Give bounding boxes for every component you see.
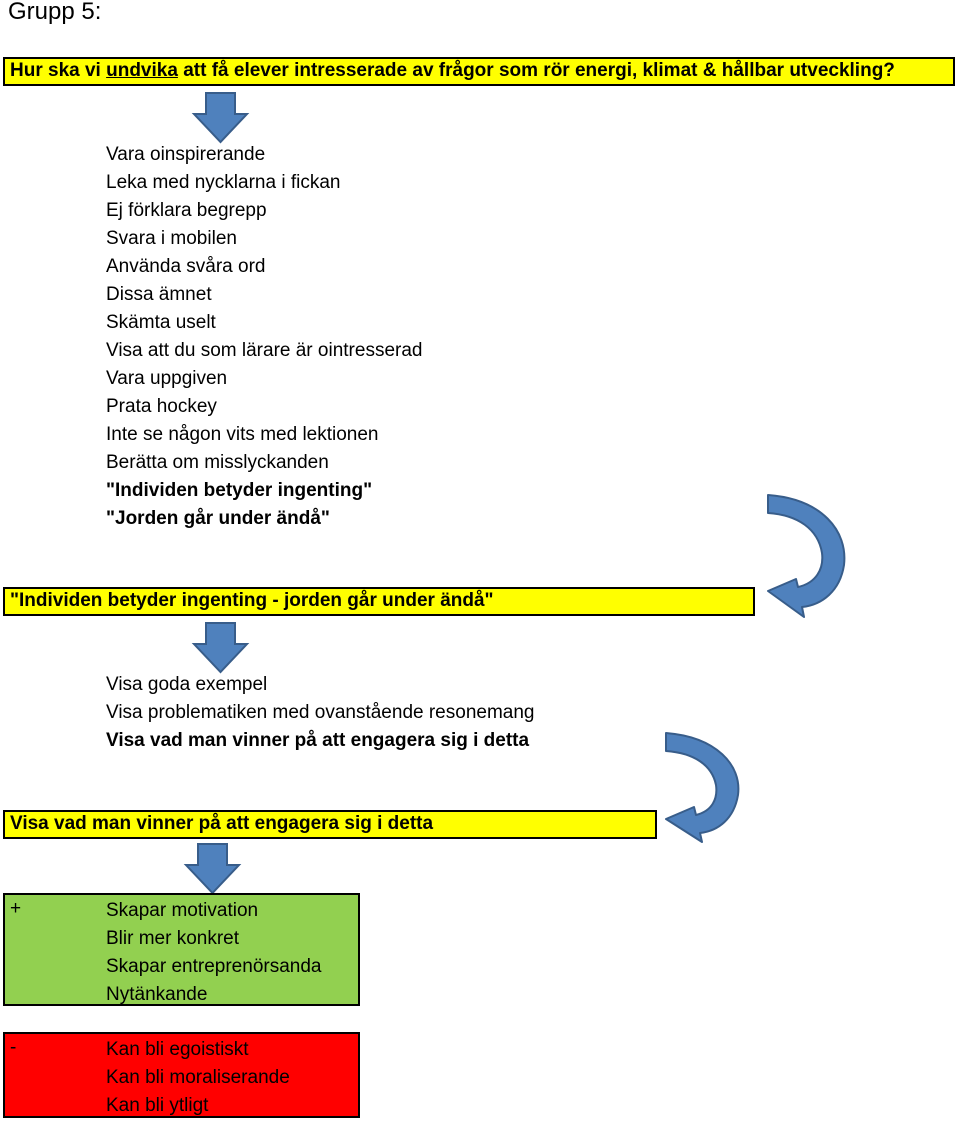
pros-list: Skapar motivation Blir mer konkret Skapa… — [106, 897, 321, 1009]
question-box: Hur ska vi undvika att få elever intress… — [3, 57, 955, 86]
curved-arrow-icon — [767, 494, 846, 618]
list-item: Visa vad man vinner på att engagera sig … — [106, 730, 530, 751]
list-item: Nytänkande — [106, 984, 208, 1005]
question-underlined-word: undvika — [106, 60, 178, 81]
list-item: Prata hockey — [106, 396, 217, 417]
list-item: Ej förklara begrepp — [106, 200, 267, 221]
list-item: Skapar entreprenörsanda — [106, 956, 322, 977]
list-item: Leka med nycklarna i fickan — [106, 172, 341, 193]
list-item: Kan bli egoistiskt — [106, 1039, 249, 1060]
down-arrow-icon — [191, 622, 250, 674]
down-arrow-icon — [183, 843, 242, 895]
question-suffix: att få elever intresserade av frågor som… — [177, 60, 895, 81]
list-item: Visa problematiken med ovanstående reson… — [106, 702, 535, 723]
list-item: Kan bli moraliserande — [106, 1067, 290, 1088]
list-item: Berätta om misslyckanden — [106, 452, 329, 473]
list-item: Använda svåra ord — [106, 256, 266, 277]
down-arrow-icon — [191, 92, 250, 144]
list-item: Vara uppgiven — [106, 368, 228, 389]
list-item: Skapar motivation — [106, 900, 259, 921]
list-item: Skämta uselt — [106, 312, 216, 333]
list-item: "Individen betyder ingenting" — [106, 480, 373, 501]
question-prefix: Hur ska vi — [10, 60, 107, 81]
conclusion-box: "Individen betyder ingenting - jorden gå… — [3, 587, 755, 616]
list-item: Vara oinspirerande — [106, 144, 266, 165]
page-title: Grupp 5: — [8, 0, 102, 25]
list-item: "Jorden går under ändå" — [106, 508, 330, 529]
list-item: Blir mer konkret — [106, 928, 240, 949]
list-item: Inte se någon vits med lektionen — [106, 424, 379, 445]
cons-box: - Kan bli egoistiskt Kan bli moraliseran… — [3, 1032, 360, 1118]
cons-list: Kan bli egoistiskt Kan bli moraliserande… — [106, 1036, 290, 1120]
list-item: Dissa ämnet — [106, 284, 212, 305]
plus-sign: + — [10, 898, 22, 919]
curved-arrow-icon — [665, 732, 740, 843]
minus-sign: - — [10, 1037, 17, 1058]
solution-list: Visa goda exempel Visa problematiken med… — [106, 671, 534, 755]
pros-box: + Skapar motivation Blir mer konkret Ska… — [3, 893, 360, 1006]
list-item: Svara i mobilen — [106, 228, 237, 249]
focus-box: Visa vad man vinner på att engagera sig … — [3, 810, 657, 839]
avoid-list: Vara oinspirerande Leka med nycklarna i … — [106, 141, 422, 533]
list-item: Visa att du som lärare är ointresserad — [106, 340, 423, 361]
list-item: Visa goda exempel — [106, 674, 268, 695]
list-item: Kan bli ytligt — [106, 1095, 209, 1116]
